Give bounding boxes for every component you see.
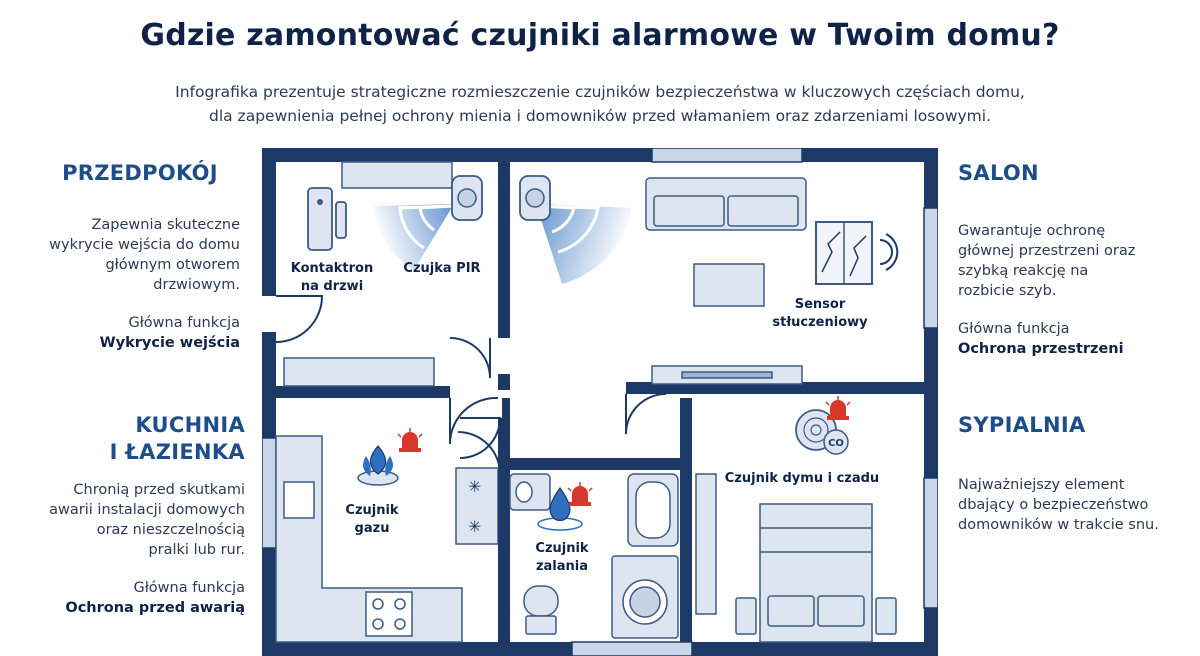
desc-line: głównej przestrzeni oraz (958, 243, 1136, 259)
section-description: Najważniejszy element dbający o bezpiecz… (958, 475, 1178, 535)
function-label: Główna funkcja (128, 315, 240, 331)
section-description: Zapewnia skuteczne wykrycie wejścia do d… (40, 215, 240, 295)
sofa (645, 177, 807, 231)
smoke-label: Czujnik dymu i czadu (725, 471, 879, 486)
function-value: Wykrycie wejścia (99, 335, 240, 351)
windows (262, 148, 938, 656)
desc-line: Chronią przed skutkami (73, 482, 245, 498)
bathroom-fixtures (509, 473, 679, 639)
pir-motion-icon (374, 175, 483, 270)
kitchen-counter: ✳ ✳ (275, 435, 499, 643)
desc-line: awarii instalacji domowych (49, 502, 245, 518)
co-badge: CO (828, 438, 844, 449)
svg-text:✳: ✳ (468, 517, 481, 536)
kontaktron-label: na drzwi (301, 279, 363, 294)
section-heading: SYPIALNIA (958, 413, 1086, 437)
alarm-siren-icon (825, 396, 851, 420)
gas-label: Czujnik (345, 503, 399, 518)
desc-line: Najważniejszy element (958, 477, 1125, 493)
pir-label: Czujka PIR (403, 261, 480, 276)
page-subtitle: Infografika prezentuje strategiczne rozm… (60, 80, 1140, 128)
desc-line: pralki lub rur. (148, 542, 245, 558)
page-title: Gdzie zamontować czujniki alarmowe w Two… (140, 18, 1060, 53)
pir-motion-icon (519, 175, 632, 284)
function-label: Główna funkcja (133, 580, 245, 596)
desc-line: rozbicie szyb. (958, 283, 1057, 299)
desc-line: Zapewnia skuteczne (91, 217, 240, 233)
alarm-siren-icon (397, 428, 423, 452)
flood-label: Czujnik (535, 541, 589, 556)
section-przedpokoj: PRZEDPOKÓJ Zapewnia skuteczne wykrycie w… (40, 160, 240, 353)
tv-unit (651, 365, 803, 385)
gas-label: gazu (355, 521, 390, 536)
door-contact-icon (307, 187, 347, 251)
heading-line: KUCHNIA (135, 413, 245, 437)
desc-line: szybką reakcję na (958, 263, 1089, 279)
bedroom-furniture (695, 473, 897, 643)
section-heading: KUCHNIA I ŁAZIENKA (40, 412, 245, 466)
section-heading: SALON (958, 161, 1039, 185)
gas-flame-icon (357, 445, 399, 486)
desc-line: drzwiowym. (153, 277, 240, 293)
floor-plan: Kontaktron na drzwi Czujka PIR Sensor st… (262, 148, 938, 656)
desc-line: oraz nieszczelnością (96, 522, 245, 538)
inner-walls (276, 162, 926, 642)
coffee-table (693, 263, 765, 307)
function-label: Główna funkcja (958, 321, 1070, 337)
section-kuchnia-lazienka: KUCHNIA I ŁAZIENKA Chronią przed skutkam… (40, 412, 245, 618)
heading-line: I ŁAZIENKA (109, 440, 245, 464)
desc-line: Gwarantuje ochronę (958, 223, 1106, 239)
subtitle-line-1: Infografika prezentuje strategiczne rozm… (175, 83, 1025, 101)
flood-label: zalania (536, 559, 588, 574)
desc-line: domowników w trakcie snu. (958, 517, 1159, 533)
glass-break-label: stłuczeniowy (772, 315, 868, 330)
kontaktron-label: Kontaktron (291, 261, 373, 276)
section-sypialnia: SYPIALNIA Najważniejszy element dbający … (958, 412, 1178, 535)
alarm-siren-icon (567, 482, 593, 506)
function-value: Ochrona przed awarią (65, 600, 245, 616)
door-swings (275, 295, 667, 475)
desc-line: dbający o bezpieczeństwo (958, 497, 1149, 513)
svg-text:✳: ✳ (468, 477, 481, 496)
desc-line: wykrycie wejścia do domu (49, 237, 240, 253)
glass-break-icon (815, 221, 899, 285)
section-salon: SALON Gwarantuje ochronę głównej przestr… (958, 160, 1158, 359)
smoke-co-detector-icon: CO (795, 409, 849, 455)
function-value: Ochrona przestrzeni (958, 341, 1124, 357)
glass-break-label: Sensor (795, 297, 846, 312)
section-description: Chronią przed skutkami awarii instalacji… (40, 480, 245, 560)
desc-line: głównym otworem (105, 257, 240, 273)
section-heading: PRZEDPOKÓJ (62, 161, 218, 185)
bathroom-wall (498, 470, 510, 642)
hall-furniture (283, 161, 453, 387)
subtitle-line-2: dla zapewnienia pełnej ochrony mienia i … (208, 107, 992, 125)
section-description: Gwarantuje ochronę głównej przestrzeni o… (958, 221, 1158, 301)
